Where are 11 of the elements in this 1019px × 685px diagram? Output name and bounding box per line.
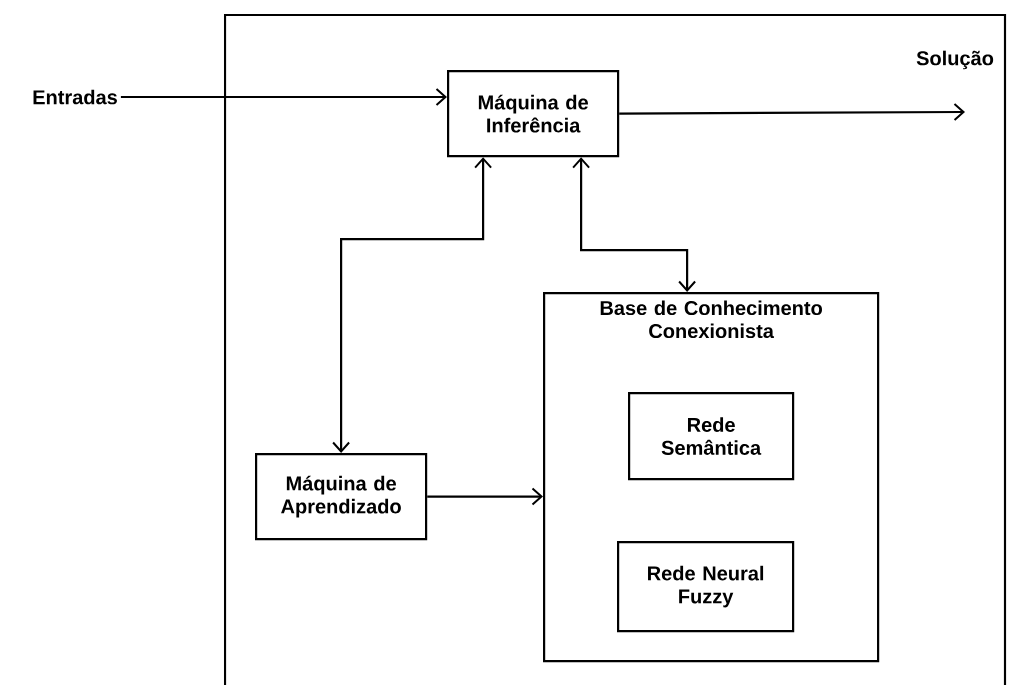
process-box: Máquina de Aprendizado [255, 453, 428, 541]
arrow [427, 487, 543, 506]
process-box: Máquina de Inferência [447, 70, 620, 158]
edge-label: Solução [915, 49, 995, 71]
input-label: Entradas [33, 89, 117, 105]
arrow [619, 103, 965, 122]
arrow [120, 88, 447, 106]
arrow [332, 157, 493, 453]
arrow [572, 157, 697, 292]
process-box: Rede Neural Fuzzy [617, 541, 795, 633]
process-box: Rede Semântica [628, 392, 795, 481]
